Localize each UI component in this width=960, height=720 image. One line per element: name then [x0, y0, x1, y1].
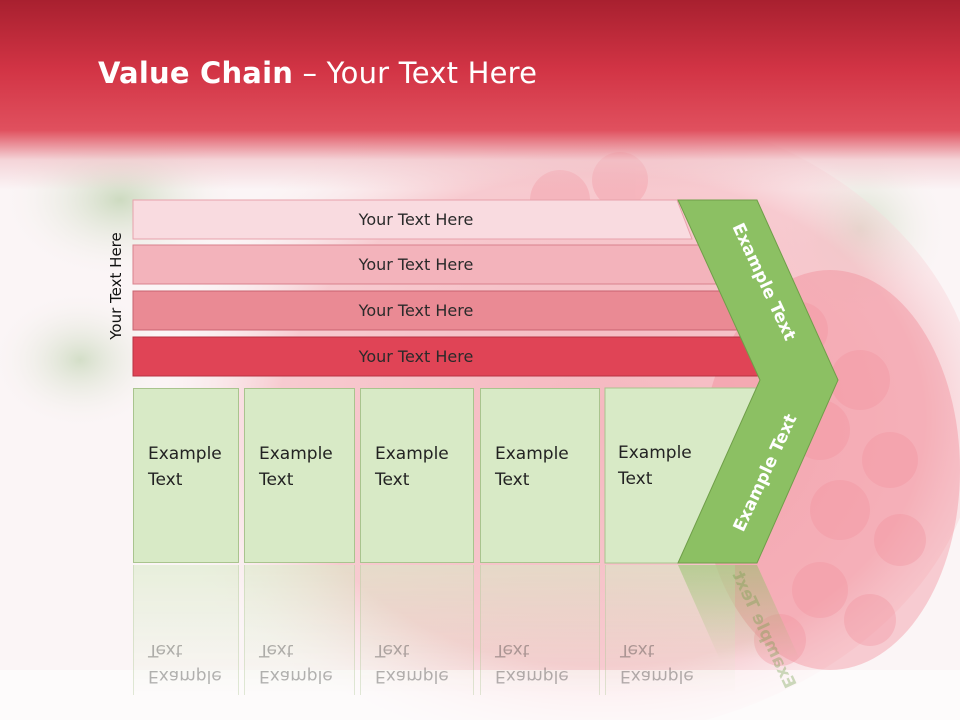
- title-banner: [0, 0, 960, 190]
- title-rest-part: – Your Text Here: [293, 56, 538, 90]
- slide-title[interactable]: Value Chain – Your Text Here: [98, 56, 537, 90]
- support-bar-1-label: Your Text Here: [358, 210, 474, 229]
- margin-chevron-reflection: [678, 565, 800, 660]
- support-bar-2[interactable]: Your Text Here: [132, 244, 718, 285]
- title-bold-part: Value Chain: [98, 56, 294, 90]
- support-bar-4-label: Your Text Here: [358, 347, 474, 366]
- support-bar-2-label: Your Text Here: [358, 255, 474, 274]
- support-bar-3-label: Your Text Here: [358, 301, 474, 320]
- margin-chevron[interactable]: [677, 199, 839, 564]
- support-bar-1[interactable]: Your Text Here: [132, 199, 693, 240]
